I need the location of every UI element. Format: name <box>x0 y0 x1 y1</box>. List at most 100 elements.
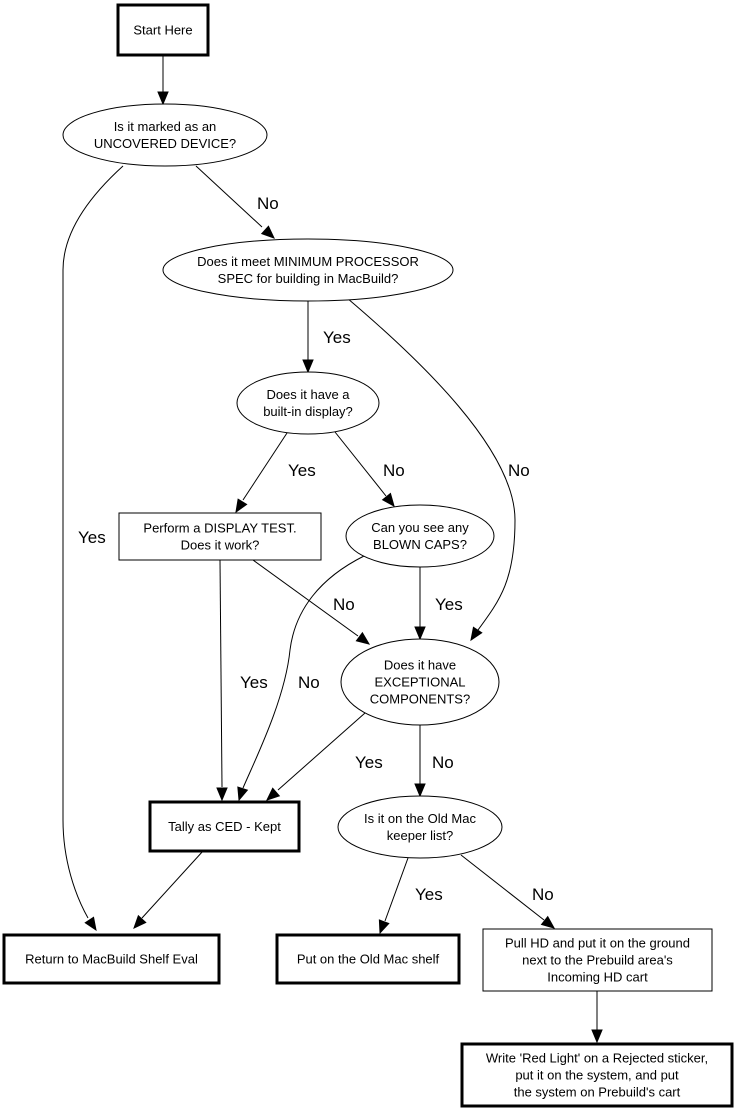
edge-label: Yes <box>415 885 443 904</box>
node-oldmacshelf: Put on the Old Mac shelf <box>275 933 461 985</box>
edge-line <box>277 712 366 791</box>
node-start: Start Here <box>116 3 210 57</box>
node-text-line: the system on Prebuild's cart <box>514 1085 681 1100</box>
edge-builtin-blowncaps <box>334 431 395 508</box>
node-text-line: Return to MacBuild Shelf Eval <box>25 952 198 967</box>
process-box <box>460 1042 734 1108</box>
edge-builtin-displaytest <box>235 432 288 514</box>
node-text-line: Does it have <box>384 658 456 673</box>
node-text-line: built-in display? <box>263 404 353 419</box>
node-uncovered: Is it marked as an UNCOVERED DEVICE? <box>62 103 268 167</box>
arrowhead-icon <box>470 626 483 642</box>
node-text-line: Can you see any <box>371 520 469 535</box>
node-text-line: BLOWN CAPS? <box>373 537 467 552</box>
edge-blowncaps-exceptional <box>414 567 426 641</box>
edge-label: Yes <box>240 673 268 692</box>
node-text-line: Incoming HD cart <box>547 970 648 985</box>
edge-line <box>334 431 387 497</box>
decision-ellipse <box>345 504 495 568</box>
arrowhead-icon <box>237 786 249 802</box>
decision-ellipse <box>236 371 380 435</box>
edge-label: Yes <box>288 461 316 480</box>
edge-processor-exceptional <box>346 297 516 642</box>
edge-displaytest-tally <box>216 559 228 802</box>
edge-tally-return <box>133 850 204 929</box>
arrowhead-icon <box>133 914 147 929</box>
edge-blowncaps-tally <box>237 555 365 802</box>
node-text-line: next to the Prebuild area's <box>522 953 673 968</box>
node-text-line: Does it have a <box>266 387 350 402</box>
edge-exceptional-tally <box>266 712 366 801</box>
edge-label: No <box>257 194 279 213</box>
node-builtin: Does it have a built-in display? <box>236 371 380 435</box>
decision-ellipse <box>337 795 503 859</box>
edge-label: No <box>383 461 405 480</box>
node-redlight: Write 'Red Light' on a Rejected sticker,… <box>460 1042 734 1108</box>
edge-label: No <box>532 885 554 904</box>
process-box <box>148 800 301 853</box>
edge-uncovered-return <box>62 165 124 932</box>
edge-line <box>242 432 288 501</box>
arrowhead-icon <box>591 1029 603 1044</box>
arrowhead-icon <box>216 787 228 802</box>
node-text-line: Pull HD and put it on the ground <box>505 936 690 951</box>
edge-line <box>141 850 204 919</box>
arrowhead-icon <box>381 492 395 508</box>
edge-line <box>242 555 365 789</box>
edge-uncovered-processor <box>195 165 275 239</box>
edges-layer <box>62 55 603 1044</box>
node-tally: Tally as CED - Kept <box>148 800 301 853</box>
node-text-line: Does it meet MINIMUM PROCESSOR <box>197 254 419 269</box>
edge-line <box>62 165 124 919</box>
process-box <box>116 3 210 57</box>
edge-line <box>219 559 223 788</box>
arrowhead-icon <box>378 919 390 935</box>
edge-label: No <box>432 753 454 772</box>
edge-line <box>384 857 409 922</box>
edge-line <box>346 297 516 631</box>
edge-displaytest-exceptional <box>252 559 371 645</box>
process-box <box>118 512 322 561</box>
edge-label: Yes <box>435 595 463 614</box>
arrowhead-icon <box>540 915 556 929</box>
edge-keeper-oldmacshelf <box>378 857 409 935</box>
edge-line <box>460 854 545 921</box>
edge-label: Yes <box>78 528 106 547</box>
edge-exceptional-keeper <box>414 725 426 798</box>
edge-label: No <box>298 673 320 692</box>
process-box <box>275 933 461 985</box>
edge-label: No <box>508 461 530 480</box>
node-displaytest: Perform a DISPLAY TEST. Does it work? <box>118 512 322 561</box>
node-text-line: EXCEPTIONAL <box>374 675 465 690</box>
decision-ellipse <box>340 638 500 726</box>
arrowhead-icon <box>84 916 97 932</box>
node-text-line: Perform a DISPLAY TEST. <box>143 521 296 536</box>
arrowhead-icon <box>302 359 314 374</box>
node-text-line: Does it work? <box>181 538 260 553</box>
node-text-line: Is it marked as an <box>114 119 217 134</box>
arrowhead-icon <box>414 783 426 798</box>
node-text-line: Start Here <box>133 23 192 38</box>
node-pullhd: Pull HD and put it on the ground next to … <box>482 928 713 992</box>
edge-line <box>252 559 359 637</box>
arrowhead-icon <box>235 498 248 514</box>
edge-processor-builtin <box>302 301 314 374</box>
node-text-line: Write 'Red Light' on a Rejected sticker, <box>486 1051 708 1066</box>
edge-label: No <box>333 595 355 614</box>
node-processor: Does it meet MINIMUM PROCESSOR SPEC for b… <box>162 238 454 302</box>
edge-keeper-pullhd <box>460 854 556 929</box>
node-text-line: COMPONENTS? <box>370 692 470 707</box>
edge-pullhd-redlight <box>591 991 603 1044</box>
node-text-line: keeper list? <box>387 828 453 843</box>
node-text-line: Tally as CED - Kept <box>168 819 281 834</box>
node-text-line: Put on the Old Mac shelf <box>297 952 440 967</box>
arrowhead-icon <box>355 631 371 645</box>
node-text-line: UNCOVERED DEVICE? <box>94 136 236 151</box>
arrowhead-icon <box>266 787 281 801</box>
node-text-line: SPEC for building in MacBuild? <box>218 271 399 286</box>
decision-ellipse <box>62 103 268 167</box>
